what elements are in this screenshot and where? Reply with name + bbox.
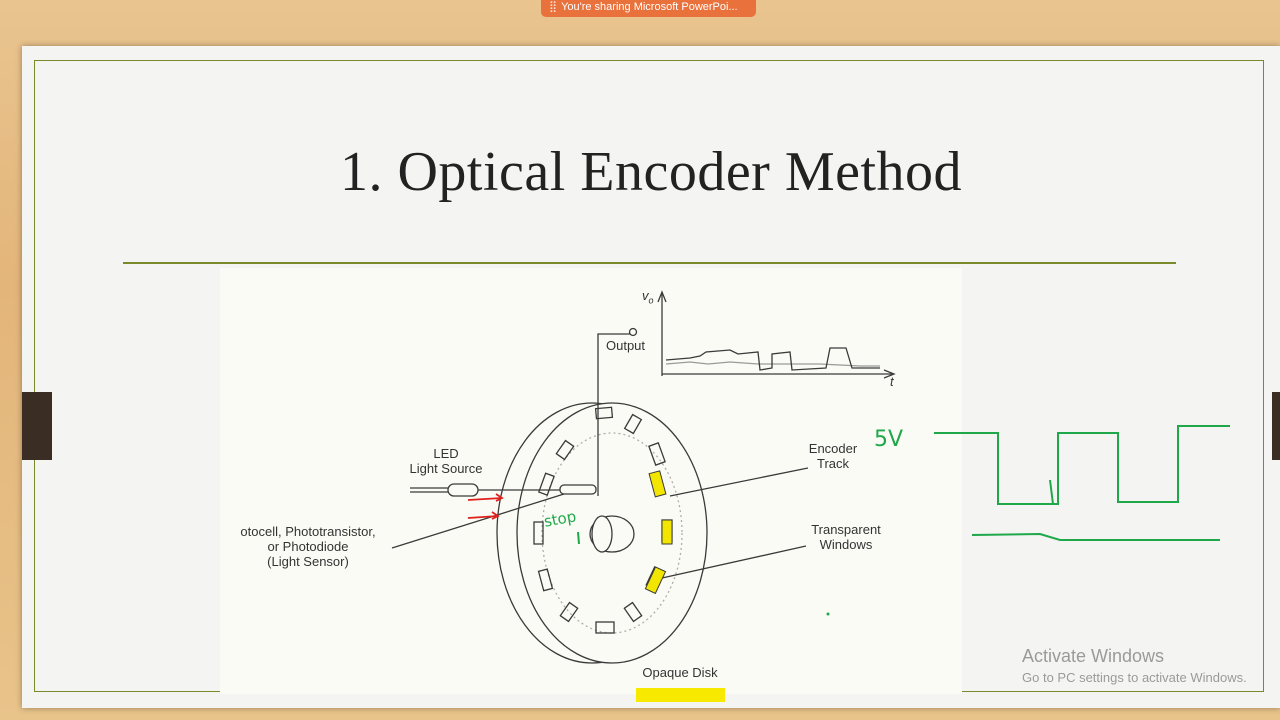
voltage-annotation: 5V [874, 427, 903, 452]
slide-title: 1. Optical Encoder Method [339, 141, 963, 203]
yellow-highlight [636, 688, 725, 702]
binder-tab-left [22, 392, 52, 460]
sensor-label: otocell, Phototransistor,or Photodiode(L… [240, 524, 376, 569]
red-arrows-annotation [467, 493, 504, 520]
watermark-subtitle: Go to PC settings to activate Windows. [1022, 670, 1247, 685]
vo-axis-label: vo [642, 288, 654, 306]
share-banner-text: You're sharing Microsoft PowerPoi... [561, 1, 738, 13]
output-label: Output [606, 338, 646, 353]
binder-tab-right [1272, 392, 1280, 460]
stop-text: stop [543, 507, 578, 530]
stop-annotation: stop [543, 507, 580, 545]
screen-share-banner[interactable]: ⣿You're sharing Microsoft PowerPoi... [541, 0, 756, 17]
yellow-highlighted-windows [644, 470, 673, 595]
watermark-title: Activate Windows [1022, 646, 1165, 666]
t-axis-label: t [890, 374, 894, 389]
activate-windows-watermark: Activate Windows Go to PC settings to ac… [1022, 645, 1247, 686]
encoder-diagram: stop [391, 290, 896, 664]
title-divider [123, 262, 1176, 264]
opaque-disk-label: Opaque Disk [642, 665, 718, 680]
drag-grip-icon[interactable]: ⣿ [549, 1, 558, 13]
